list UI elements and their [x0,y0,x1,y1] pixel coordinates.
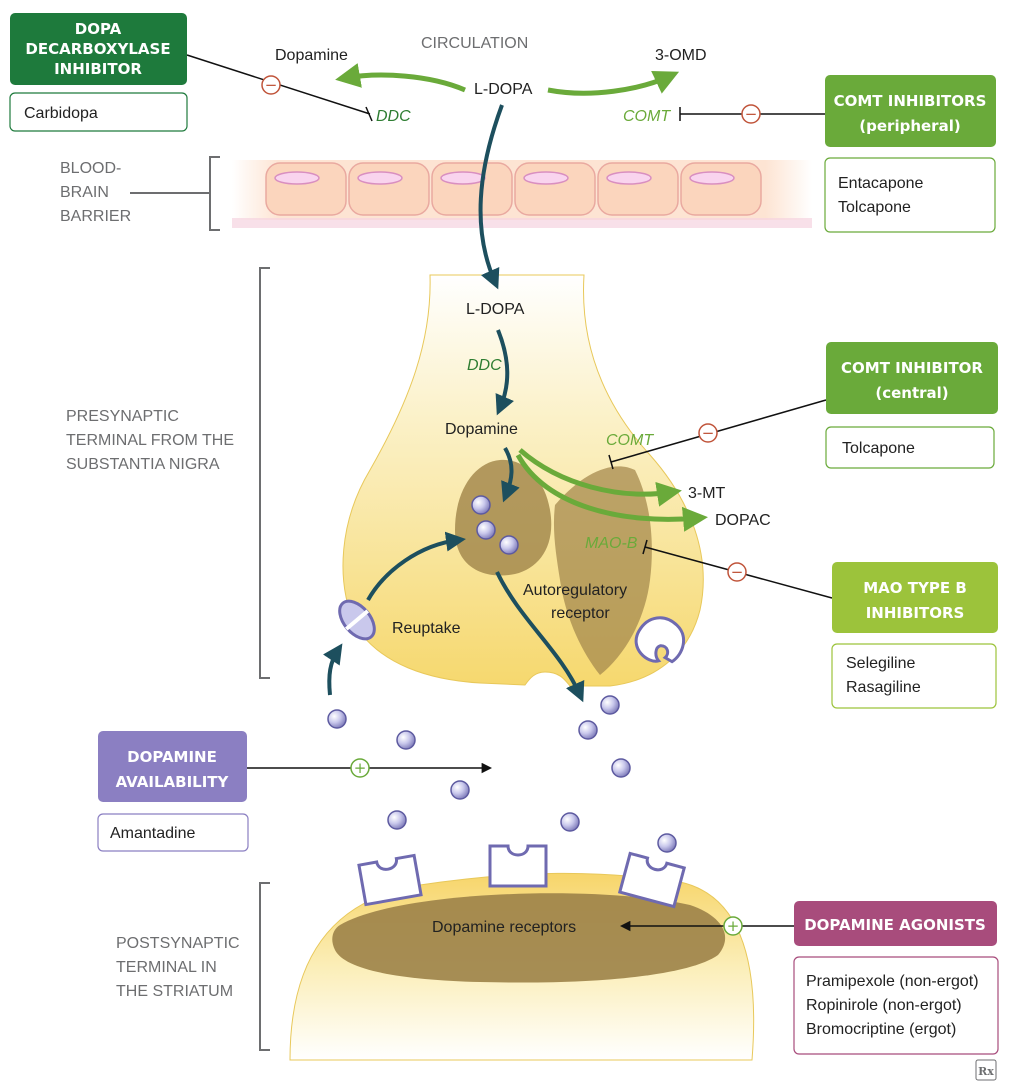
minus-icon: − [261,75,281,95]
rasagiline-label: Rasagiline [846,679,921,696]
ldopa-pre-label: L-DOPA [466,301,525,318]
ddc-header-line2: DECARBOXYLASE [25,40,170,58]
rx-logo-icon: Rx [975,1059,997,1081]
ddc-header-line1: DOPA [75,20,122,38]
selegiline-label: Selegiline [846,655,915,672]
dopamine-receptors-label: Dopamine receptors [432,919,576,936]
maob-inhibitors-box: MAO TYPE B INHIBITORS Selegiline Rasagil… [831,562,998,709]
comt-central-header-line1: COMT INHIBITOR [841,359,983,377]
svg-text:+: + [354,759,367,777]
tolcapone-central-label: Tolcapone [842,440,915,457]
dopamine-agonists-box: DOPAMINE AGONISTS Pramipexole (non-ergot… [793,901,999,1055]
comt-central-inhibition-line [608,399,827,470]
svg-text:−: − [731,563,744,581]
amantadine-label: Amantadine [110,825,195,842]
bbb-label-line2: BRAIN [60,184,109,201]
availability-header-line2: AVAILABILITY [116,773,230,791]
svg-text:−: − [265,76,278,94]
presynaptic-bracket [259,267,270,679]
ddc-header-line3: INHIBITOR [54,60,142,78]
svg-text:−: − [702,424,715,442]
vesicle-pool [455,459,552,576]
blood-brain-barrier [232,160,812,228]
dopamine-to-3mt-arrow [518,448,682,507]
dopamine-molecule-icons [327,495,677,853]
minus-icon: − [698,423,718,443]
dopamine-to-dopac-arrow [515,453,708,532]
omd-label: 3-OMD [655,47,707,64]
carbidopa-label: Carbidopa [24,105,98,122]
cleft-to-reuptake-arrow [323,643,343,696]
ddc-top-label: DDC [376,108,411,125]
maob-label: MAO-B [585,535,638,552]
ddc-pre-label: DDC [467,357,502,374]
ldopa-to-dopamine-arrow [335,63,466,93]
postsynaptic-bracket [259,882,270,1051]
postsynaptic-label-line2: TERMINAL IN [116,959,217,976]
reuptake-to-vesicle-arrow [366,531,466,601]
presynaptic-label-line1: PRESYNAPTIC [66,408,179,425]
postsynaptic-label-line1: POSTSYNAPTIC [116,935,240,952]
comt-peripheral-box: COMT INHIBITORS (peripheral) Entacapone … [824,75,996,233]
postsynaptic-density [332,893,726,983]
plus-icon: + [350,758,370,778]
dopamine-pre-label: Dopamine [445,421,518,438]
maob-header-line1: MAO TYPE B [863,579,967,597]
presynaptic-label-line2: TERMINAL FROM THE [66,432,234,449]
minus-icon: − [741,104,761,124]
ldopa-to-omd-arrow [547,71,680,96]
svg-text:−: − [745,105,758,123]
svg-text:Rx: Rx [978,1065,994,1078]
reuptake-label: Reuptake [392,620,461,637]
agonists-header: DOPAMINE AGONISTS [804,916,986,934]
entacapone-label: Entacapone [838,175,924,192]
autoregulatory-receptor-icon [634,616,686,664]
comt-central-box: COMT INHIBITOR (central) Tolcapone [825,342,998,469]
autoregulatory-label-line2: receptor [551,605,610,622]
minus-icon: − [727,562,747,582]
circulation-label: CIRCULATION [421,35,528,52]
ldopa-to-dopamine-pre-arrow [495,329,514,416]
comt-pre-label: COMT [606,432,654,449]
comt-central-header-line2: (central) [875,384,948,402]
bbb-bracket [130,156,220,231]
bromocriptine-label: Bromocriptine (ergot) [806,1021,956,1038]
bbb-label-line1: BLOOD- [60,160,121,177]
ropinirole-label: Ropinirole (non-ergot) [806,997,962,1014]
dopamine-receptor-icon [357,844,687,909]
comt-top-label: COMT [623,108,671,125]
dopamine-to-vesicle-arrow [501,446,520,503]
3mt-label: 3-MT [688,485,726,502]
svg-text:+: + [727,917,740,935]
ldopa-top-label: L-DOPA [474,81,533,98]
availability-header-line1: DOPAMINE [127,748,217,766]
tolcapone-peripheral-label: Tolcapone [838,199,911,216]
presynaptic-label-line3: SUBSTANTIA NIGRA [66,456,220,473]
postsynaptic-label-line3: THE STRIATUM [116,983,233,1000]
bbb-label-line3: BARRIER [60,208,131,225]
ddc-inhibitor-box: DOPA DECARBOXYLASE INHIBITOR Carbidopa [9,13,188,132]
dopamine-availability-box: DOPAMINE AVAILABILITY Amantadine [97,731,249,852]
comt-peripheral-header-line2: (peripheral) [859,117,960,135]
release-arrow [495,571,585,703]
autoregulatory-label-line1: Autoregulatory [523,582,627,599]
reuptake-transporter-icon [338,599,376,641]
comt-peripheral-header-line1: COMT INHIBITORS [834,92,987,110]
dopamine-top-label: Dopamine [275,47,348,64]
ldopa-across-bbb-arrow [478,104,504,290]
dopac-label: DOPAC [715,512,771,529]
plus-icon: + [723,916,743,936]
pramipexole-label: Pramipexole (non-ergot) [806,973,979,990]
maob-header-line2: INHIBITORS [866,604,965,622]
